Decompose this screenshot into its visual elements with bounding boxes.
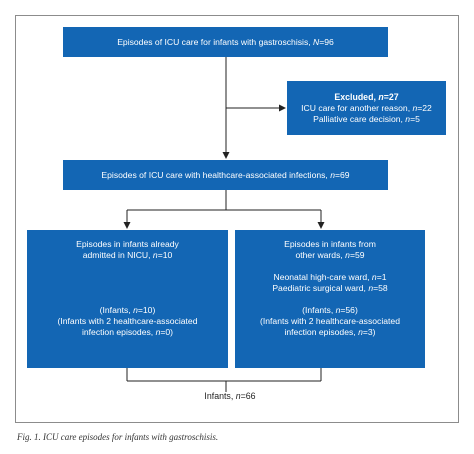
box-other-wards-episodes: Episodes in infants from other wards, n=… [235, 230, 425, 368]
wards-repeat-line-1: (Infants with 2 healthcare-associated [260, 316, 400, 326]
figure-caption: Fig. 1. ICU care episodes for infants wi… [17, 432, 219, 442]
excluded-title: Excluded, n=27 [334, 91, 399, 102]
wards-line-1: Episodes in infants from [284, 239, 376, 249]
box-all-episodes-text: Episodes of ICU care for infants with ga… [117, 36, 334, 47]
figure-frame [15, 15, 459, 423]
nicu-repeat-line-1: (Infants with 2 healthcare-associated [57, 316, 198, 326]
total-infants-label: Infants, n=66 [204, 391, 256, 401]
wards-sub-neonatal: Neonatal high-care ward, n=1 [273, 272, 387, 282]
nicu-infants-count: (Infants, n=10) [99, 305, 156, 315]
wards-line-2: other wards, n=59 [295, 250, 365, 260]
box-nicu-episodes: Episodes in infants already admitted in … [27, 230, 228, 368]
box-hai-episodes: Episodes of ICU care with healthcare-ass… [63, 160, 388, 190]
excluded-item-other-reason: ICU care for another reason, n=22 [301, 102, 432, 113]
nicu-line-2: admitted in NICU, n=10 [82, 250, 173, 260]
wards-infants-count: (Infants, n=56) [302, 305, 358, 315]
nicu-repeat-line-2: infection episodes, n=0) [81, 327, 174, 337]
wards-sub-paediatric: Paediatric surgical ward, n=58 [272, 283, 388, 293]
excluded-item-palliative: Palliative care decision, n=5 [313, 113, 420, 124]
box-excluded: Excluded, n=27 ICU care for another reas… [287, 81, 446, 135]
box-hai-text: Episodes of ICU care with healthcare-ass… [101, 169, 350, 180]
wards-repeat-line-2: infection episodes, n=3) [284, 327, 376, 337]
nicu-line-1: Episodes in infants already [76, 239, 179, 249]
box-all-episodes: Episodes of ICU care for infants with ga… [63, 27, 388, 57]
